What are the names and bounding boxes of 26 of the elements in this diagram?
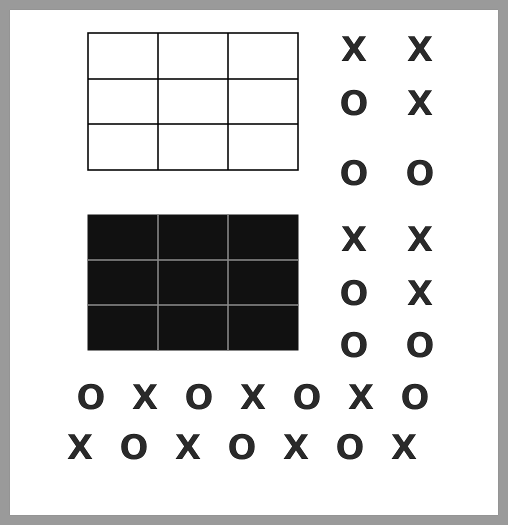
- game-mark: X: [406, 276, 434, 312]
- game-mark: O: [340, 276, 368, 312]
- game-mark: O: [400, 380, 430, 416]
- game-mark: X: [406, 32, 434, 68]
- game-mark: X: [340, 32, 368, 68]
- game-mark: X: [174, 430, 202, 466]
- game-mark: X: [390, 430, 418, 466]
- game-mark: O: [292, 380, 322, 416]
- game-mark: X: [240, 380, 266, 416]
- game-mark: X: [282, 430, 310, 466]
- game-mark: O: [76, 380, 106, 416]
- game-mark: X: [132, 380, 158, 416]
- game-mark: O: [340, 86, 368, 122]
- game-mark: O: [406, 328, 434, 364]
- game-mark: X: [340, 222, 368, 258]
- game-mark: X: [66, 430, 94, 466]
- game-mark: O: [406, 156, 434, 192]
- game-mark: O: [336, 430, 364, 466]
- game-mark: X: [348, 380, 374, 416]
- game-mark: X: [406, 222, 434, 258]
- game-mark: O: [184, 380, 214, 416]
- game-mark: O: [340, 328, 368, 364]
- game-mark: O: [120, 430, 148, 466]
- game-mark: O: [340, 156, 368, 192]
- game-mark: O: [228, 430, 256, 466]
- game-mark: X: [406, 86, 434, 122]
